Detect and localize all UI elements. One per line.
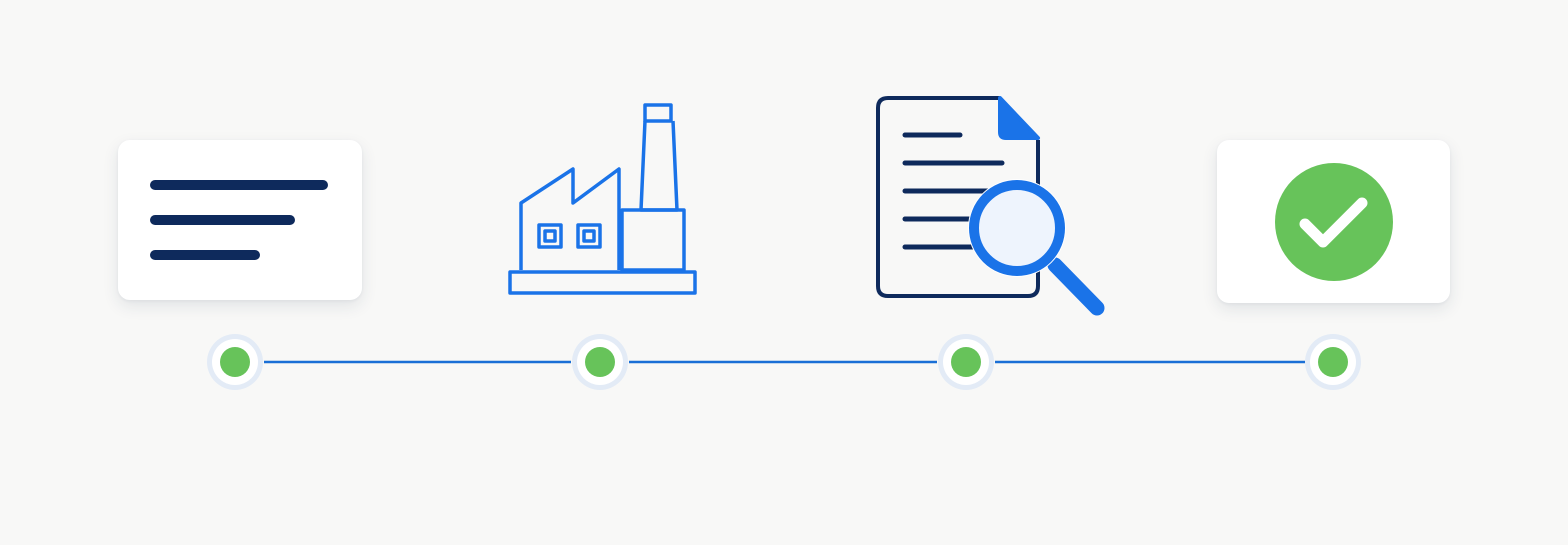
- timeline-node-3: [938, 334, 994, 390]
- timeline-node-1: [207, 334, 263, 390]
- timeline-node-4: [1305, 334, 1361, 390]
- step-1-card: [118, 140, 362, 300]
- timeline-node-2: [572, 334, 628, 390]
- document-lines-icon: [150, 180, 328, 260]
- factory-icon: [508, 103, 697, 295]
- document-search-icon: [876, 96, 1105, 316]
- check-circle-icon: [1275, 163, 1393, 281]
- step-4-card: [1217, 140, 1450, 303]
